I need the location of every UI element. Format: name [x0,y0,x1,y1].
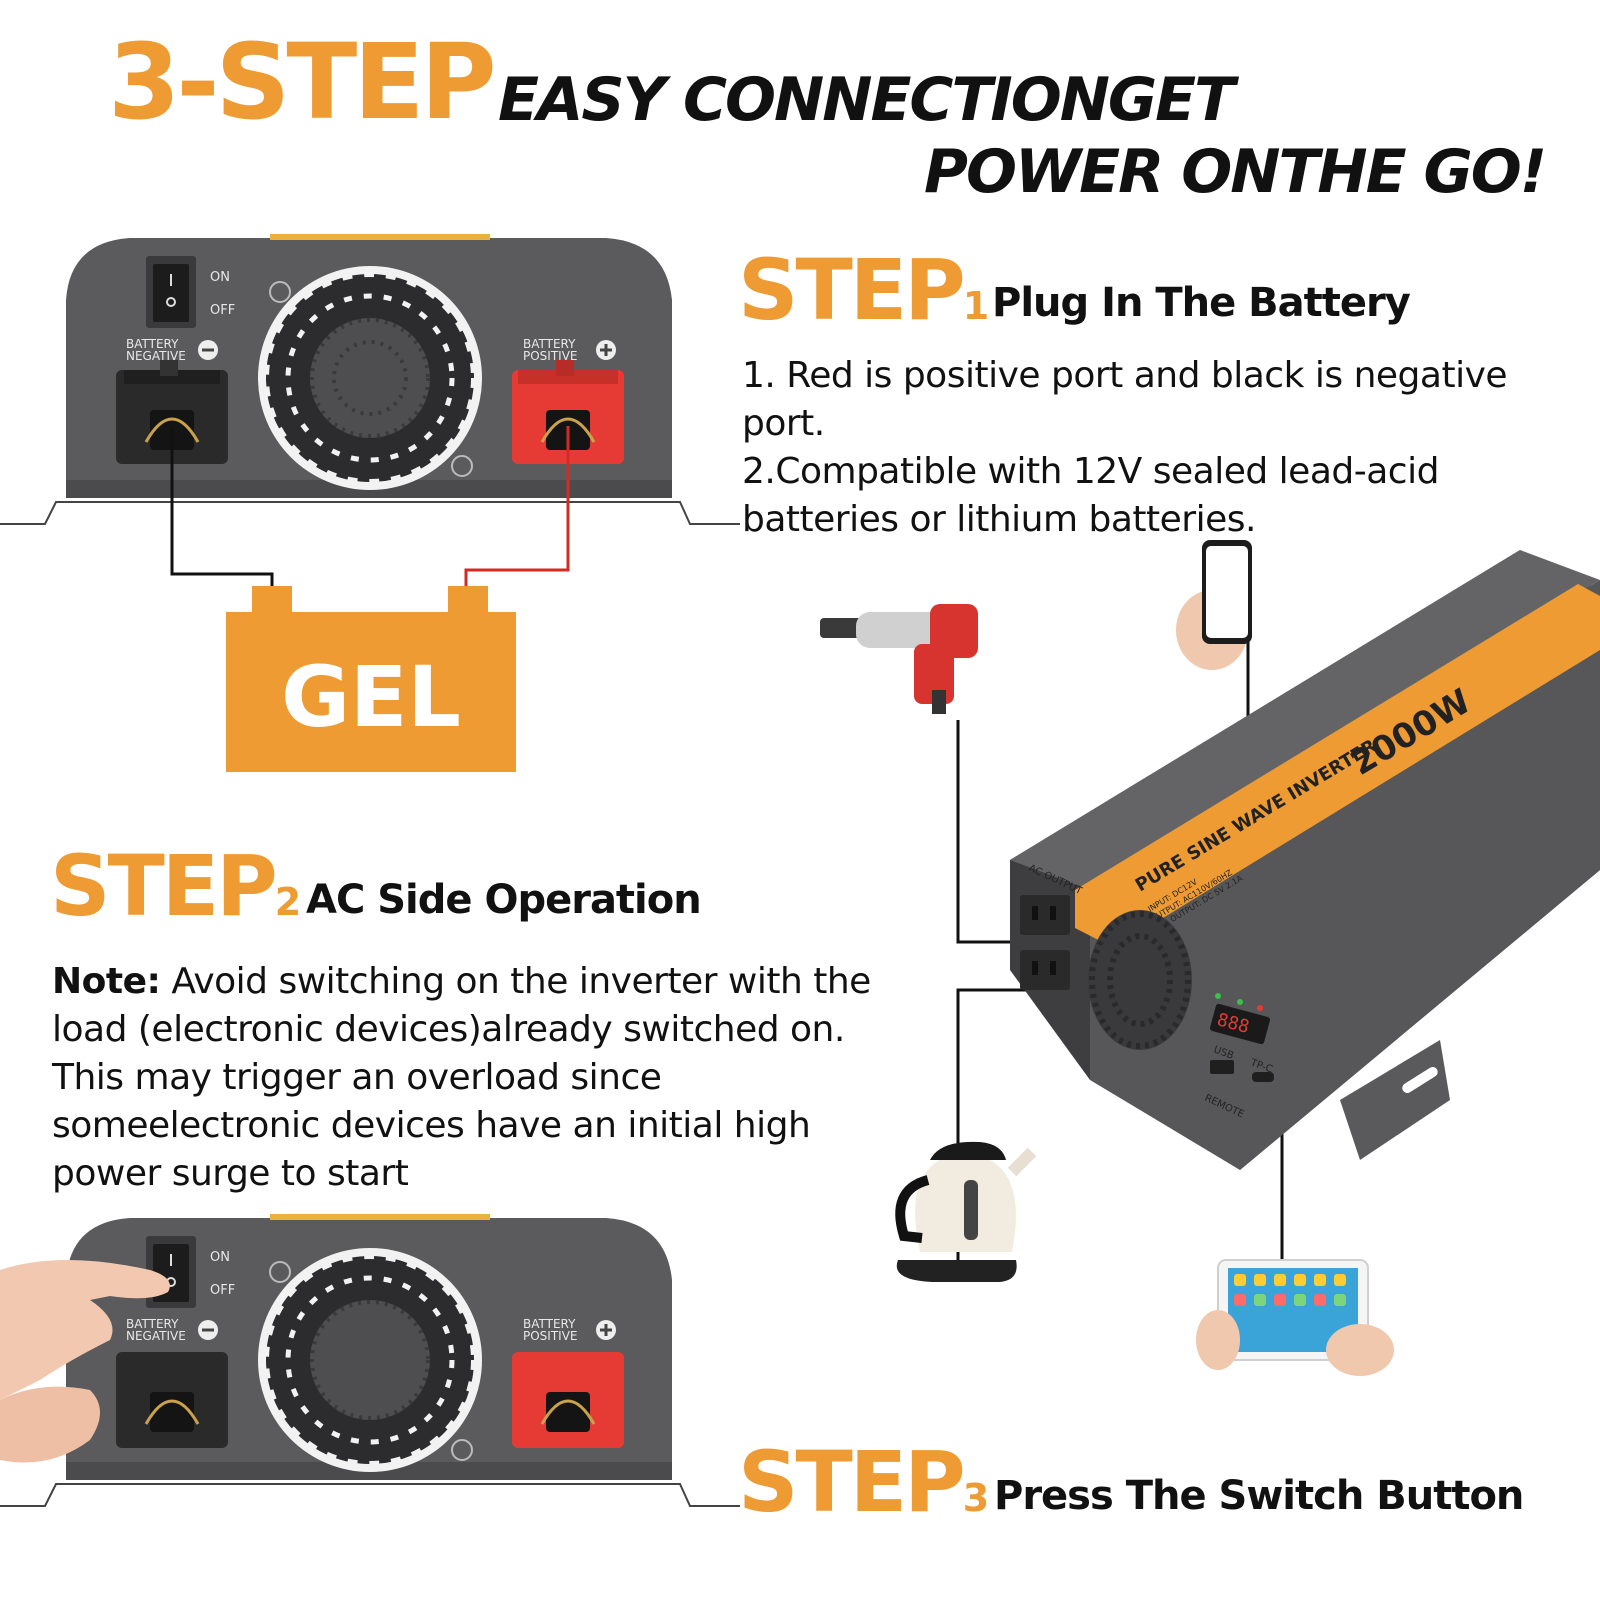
pos-terminal-label-2: POSITIVE [523,349,578,363]
usb-port [1210,1060,1234,1074]
step-3-word: STEP [738,1433,966,1531]
power-drill-icon [820,604,978,714]
gel-battery: GEL [226,586,516,772]
negative-terminal [116,360,228,464]
bottom-switch-off-label: OFF [210,1283,235,1298]
note-line-2: load (electronic devices)already switche… [52,1009,845,1050]
step-1-title: Plug In The Battery [992,280,1411,326]
bottom-inverter-panel: ON OFF BATTERY NEGATIVE BATTERY POSITIVE [0,1214,740,1507]
step-1-description: 1. Red is positive port and black is neg… [742,352,1572,544]
inverter-product-illustration: 2000W PURE SINE WAVE INVERTER INPUT: DC1… [820,540,1600,1376]
bottom-pos-label-1: BATTERY [523,1317,576,1331]
bottom-neg-label-2: NEGATIVE [126,1329,186,1343]
note-line-1: Avoid switching on the inverter with the [160,961,871,1002]
step-2-title: AC Side Operation [306,877,702,923]
step-3-title: Press The Switch Button [994,1473,1524,1519]
side-fan-icon [1088,910,1192,1050]
typec-port [1252,1072,1274,1082]
step-1-line-2: port. [742,403,825,444]
bottom-negative-terminal [116,1352,228,1448]
tablet-icon [1196,1259,1394,1376]
orange-label-band [1075,584,1600,948]
note-line-3: This may trigger an overload since [52,1057,662,1098]
switch-off-label: OFF [210,303,235,318]
bottom-neg-label-1: BATTERY [126,1317,179,1331]
positive-terminal [512,360,624,464]
bottom-positive-terminal [512,1352,624,1448]
battery-label: GEL [281,648,461,746]
step-2-note: Note: Avoid switching on the inverter wi… [52,958,932,1198]
pos-terminal-label-1: BATTERY [523,337,576,351]
note-label: Note: [52,961,161,1002]
smartphone-icon [1176,540,1252,670]
switch-on-label: ON [210,270,230,285]
inverter-body [1010,550,1600,1170]
step-1-word: STEP [738,241,966,339]
hand-pressing-switch-icon [0,1260,170,1463]
step-1-heading: STEP1 [738,248,989,332]
step-3-heading: STEP3 [738,1440,989,1524]
neg-terminal-label-2: NEGATIVE [126,349,186,363]
headline-3-step: 3-STEP [108,21,497,143]
note-line-4: someelectronic devices have an initial h… [52,1105,811,1146]
bottom-switch-on-label: ON [210,1250,230,1265]
bottom-pos-label-2: POSITIVE [523,1329,578,1343]
bottom-cooling-fan-icon [258,1248,482,1472]
ac-outlet-lower [1020,950,1070,990]
step-2-number: 2 [274,880,302,924]
step-2-word: STEP [50,837,278,935]
neg-terminal-label-1: BATTERY [126,337,179,351]
step-3-number: 3 [962,1476,990,1520]
top-inverter-panel: ON OFF BATTERY NEGATIVE BATTERY POSITIVE [0,234,740,772]
step-1-line-4: batteries or lithium batteries. [742,499,1256,540]
headline-line-2: POWER ONTHE GO! [924,137,1547,207]
step-1-line-3: 2.Compatible with 12V sealed lead-acid [742,451,1439,492]
ac-outlet-upper [1020,895,1070,935]
step-1-line-1: 1. Red is positive port and black is neg… [742,355,1508,396]
cooling-fan-icon [258,266,482,490]
step-2-heading: STEP2 [50,844,301,928]
headline-line-1: EASY CONNECTIONGET [498,65,1235,135]
note-line-5: power surge to start [52,1153,409,1194]
step-1-number: 1 [962,284,990,328]
power-switch [146,256,196,328]
electric-kettle-icon [895,1141,1037,1282]
led-display: 888 [1210,993,1270,1045]
